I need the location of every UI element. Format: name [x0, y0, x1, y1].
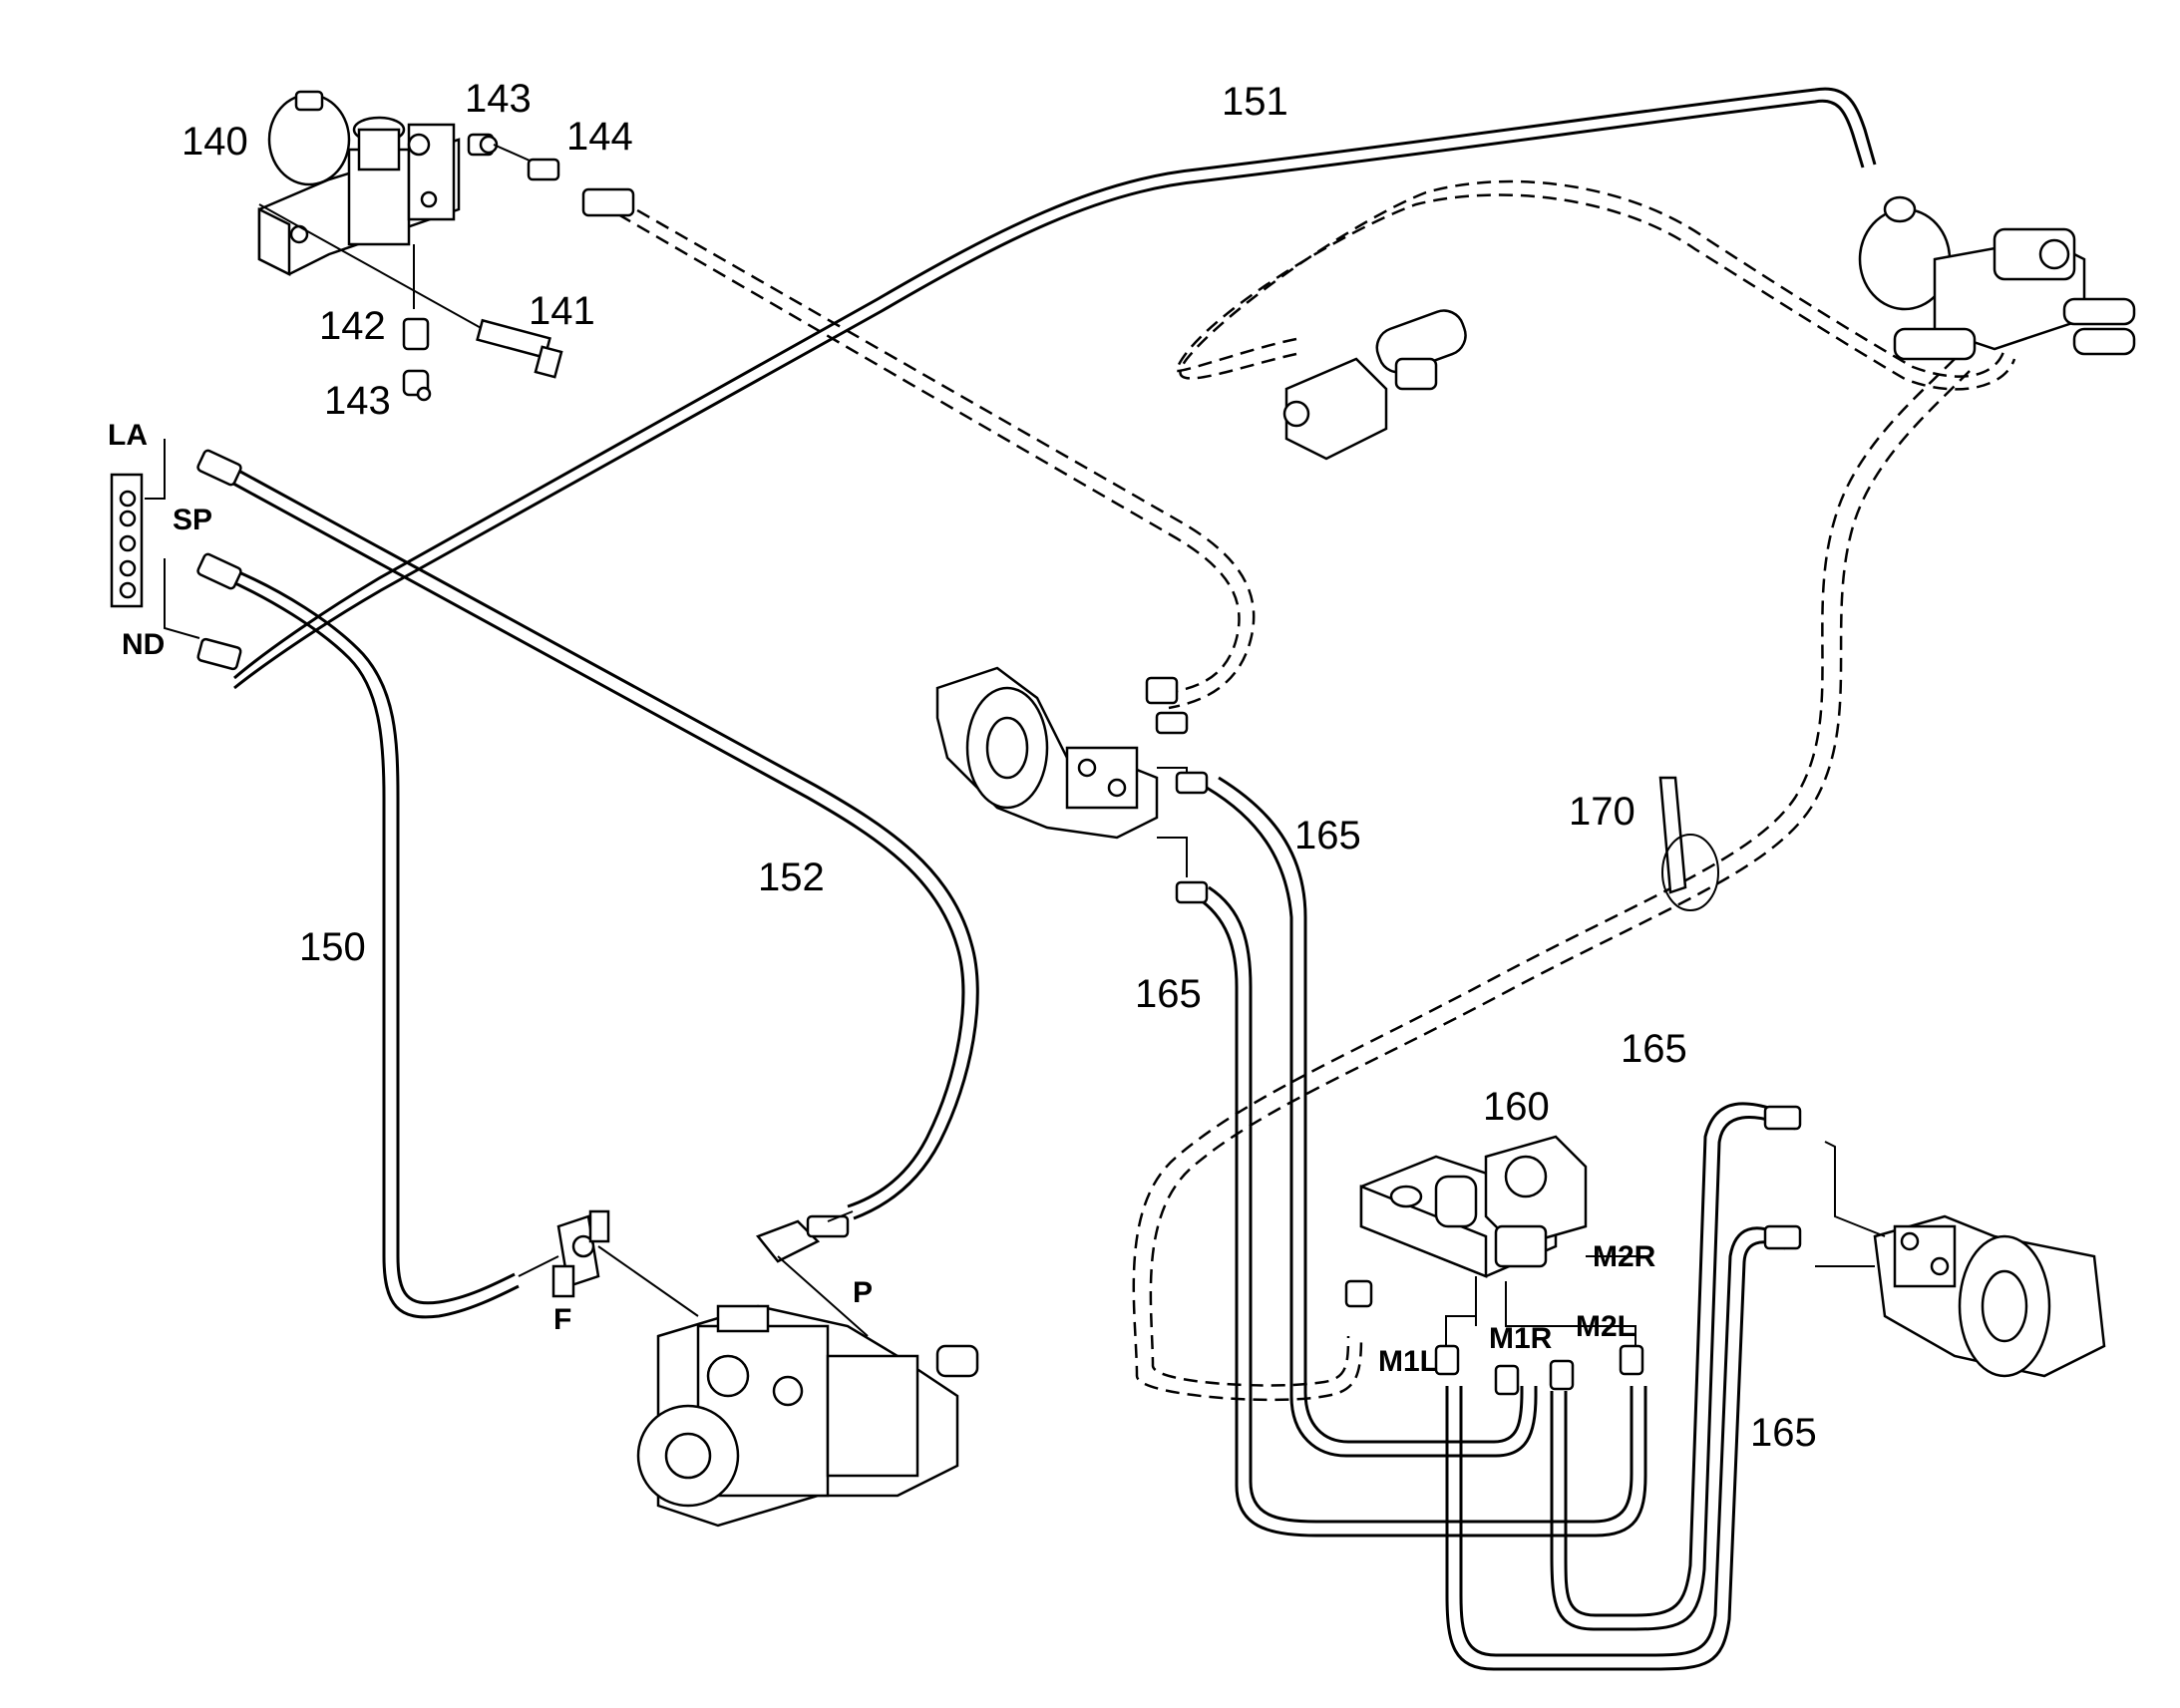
label-165-d: 165 [1750, 1411, 1817, 1455]
pump-port-f [518, 1209, 699, 1317]
valve-unit-top-right [1858, 195, 2136, 361]
label-160: 160 [1483, 1085, 1550, 1129]
label-143-top: 143 [465, 77, 532, 121]
label-150: 150 [299, 925, 366, 969]
label-165-a: 165 [1294, 814, 1361, 857]
label-140: 140 [182, 120, 248, 164]
label-142: 142 [319, 304, 386, 348]
label-165-c: 165 [1621, 1027, 1687, 1071]
hose-151 [233, 87, 1877, 690]
label-151: 151 [1222, 80, 1288, 124]
port-label-la: LA [108, 419, 148, 452]
fitting-143-top [467, 133, 499, 157]
central-valve-160 [1344, 1135, 1645, 1396]
port-label-p: P [853, 1276, 873, 1309]
dashed-hose-144 [617, 197, 1256, 710]
port-label-f: F [553, 1303, 571, 1336]
cable-tie-170 [1658, 776, 1719, 911]
hose-165-lower [1196, 885, 1647, 1537]
label-141: 141 [529, 289, 595, 333]
hose-165-right-lower [1445, 1226, 1786, 1671]
travel-motor-left [935, 666, 1209, 904]
part-labels: 140 143 144 142 141 143 151 150 152 165 … [182, 77, 1817, 1455]
label-144: 144 [566, 115, 633, 159]
hydraulic-pump [636, 1304, 979, 1528]
hose-152 [223, 465, 979, 1220]
brake-valve-top-center [1282, 309, 1467, 461]
port-label-m1l: M1L [1378, 1345, 1438, 1378]
port-manifold [110, 439, 242, 671]
pump-port-p [755, 1210, 869, 1337]
label-152: 152 [758, 855, 825, 899]
hose-165-right-upper [1550, 1102, 1796, 1631]
port-label-sp: SP [173, 504, 212, 536]
port-label-m2l: M2L [1576, 1310, 1635, 1343]
hose-165-upper [1206, 776, 1538, 1458]
fitting-144 [493, 144, 635, 217]
label-170: 170 [1569, 790, 1635, 834]
bolt-141 [476, 318, 563, 379]
hose-150 [223, 568, 520, 1319]
port-label-nd: ND [122, 628, 165, 661]
fitting-142 [402, 317, 430, 351]
travel-motor-right [1763, 1105, 2106, 1378]
dashed-hose-top-right [1132, 179, 2016, 1402]
label-143-bottom: 143 [324, 379, 391, 423]
port-label-m2r: M2R [1593, 1240, 1656, 1273]
label-165-b: 165 [1135, 972, 1202, 1016]
port-labels: LA SP ND F P M1L M1R M2L M2R [108, 419, 1656, 1378]
fitting-143-bottom [402, 369, 432, 402]
valve-block-140 [257, 90, 520, 350]
port-label-m1r: M1R [1489, 1322, 1553, 1355]
